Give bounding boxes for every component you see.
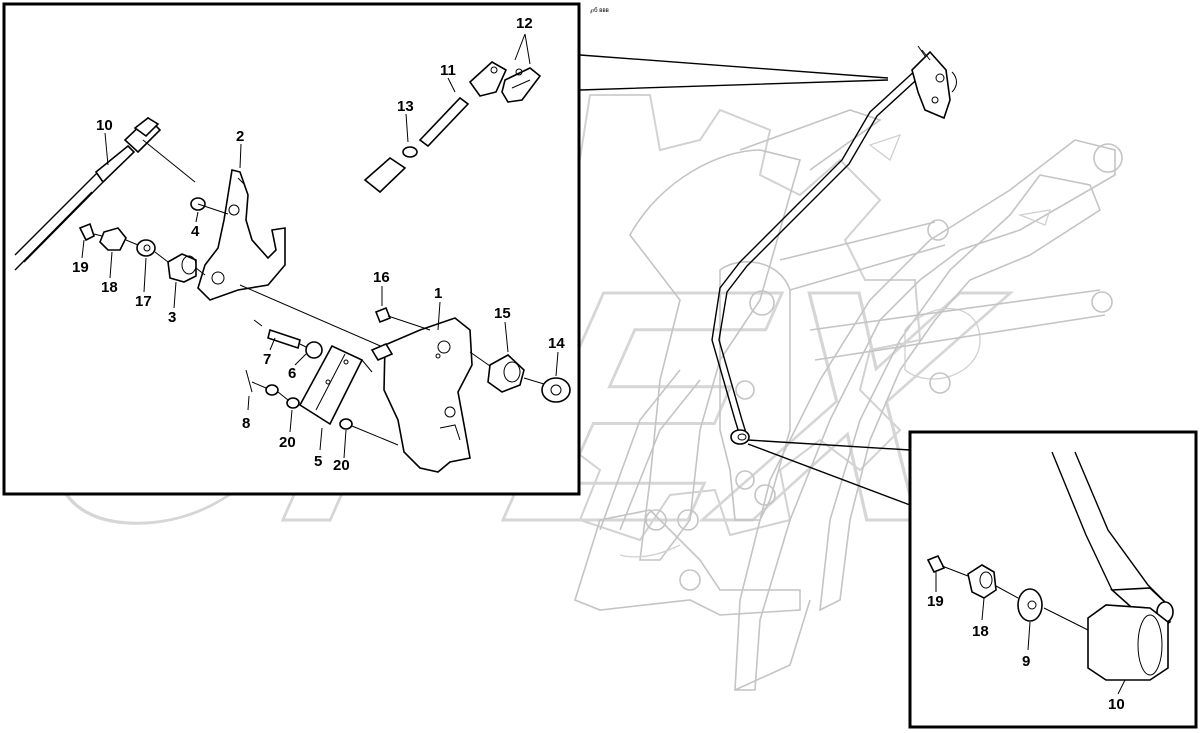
callout-12: 12 [516, 15, 533, 32]
callout-14: 14 [548, 335, 565, 352]
detail-leader-line [579, 54, 889, 91]
rod-lever-bracket [911, 50, 951, 120]
cable-end-assembly [363, 61, 542, 194]
callout-4: 4 [191, 223, 200, 240]
pin-on-plate [370, 342, 394, 362]
callout-18: 18 [101, 279, 118, 296]
control-rod [711, 67, 919, 437]
callout-16: 16 [373, 269, 390, 286]
callout-2: 2 [236, 128, 244, 145]
inset-bushing [1087, 604, 1169, 681]
washer-17 [136, 239, 156, 257]
washer-20c [339, 418, 353, 430]
inset-callout-10: 10 [1108, 696, 1125, 713]
washer-20b [286, 397, 300, 409]
inset-callout-18: 18 [972, 623, 989, 640]
drawing-code: ℘б ввв [590, 8, 609, 14]
lever-2 [197, 169, 286, 301]
callout-5: 5 [314, 453, 322, 470]
nipple-19 [78, 222, 95, 242]
washer-20a [265, 384, 279, 396]
inset-callout-9: 9 [1022, 653, 1030, 670]
bolt-16 [374, 306, 392, 324]
callout-7: 7 [263, 351, 271, 368]
bushing-6 [305, 341, 323, 359]
callout-10: 10 [96, 117, 113, 134]
control-rod-assembly [711, 45, 957, 445]
callout-19: 19 [72, 259, 89, 276]
callout-20a: 20 [279, 434, 296, 451]
callout-13: 13 [397, 98, 414, 115]
inset-nipple-19 [926, 554, 946, 574]
detail-box-main: 12 11 13 10 2 4 19 18 17 3 16 1 15 14 7 … [2, 2, 581, 496]
callout-1: 1 [434, 285, 442, 302]
rod-end-connector [730, 429, 750, 445]
control-rod-inner [718, 71, 926, 437]
clip-12 [501, 67, 542, 103]
control-cable [14, 116, 196, 271]
inset-leader-line [747, 439, 911, 506]
inset-callout-19: 19 [927, 593, 944, 610]
inset-washer-9 [1017, 588, 1043, 622]
loader-frame [574, 109, 1123, 691]
callout-15: 15 [494, 305, 511, 322]
callout-leaders [81, 33, 559, 459]
callout-20b: 20 [333, 457, 350, 474]
callout-3: 3 [168, 309, 176, 326]
bushing-15 [487, 354, 525, 393]
callout-8: 8 [242, 415, 250, 432]
detail-box-inset: 19 18 9 10 [908, 430, 1198, 729]
callout-11: 11 [440, 62, 456, 79]
washer-14 [541, 377, 571, 403]
callout-17: 17 [135, 293, 152, 310]
nut-18 [99, 227, 127, 251]
cotter-pin-8 [245, 369, 253, 393]
pin-7 [267, 328, 301, 350]
rod-end-13 [418, 96, 470, 148]
callout-6: 6 [288, 365, 296, 382]
plate-1 [383, 317, 473, 473]
spring-clip-13 [402, 146, 418, 158]
